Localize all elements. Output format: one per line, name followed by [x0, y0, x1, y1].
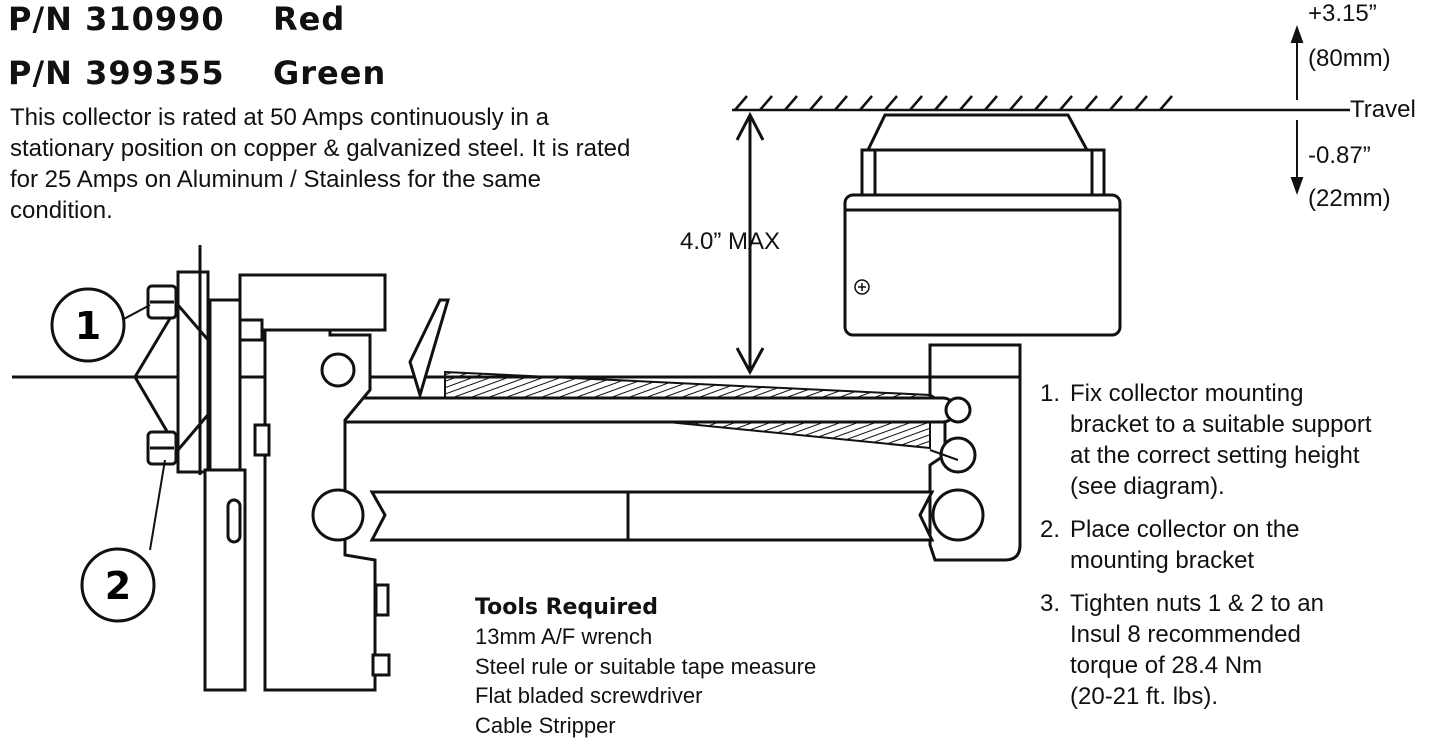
travel-down-value: -0.87” — [1308, 142, 1371, 169]
callout-number: 2 — [105, 564, 131, 608]
conductor-rail-surface — [732, 95, 1350, 112]
hatch-tick — [784, 95, 798, 111]
part-color: Green — [273, 54, 387, 92]
collector-shoe — [843, 113, 1122, 337]
hatch-tick — [734, 95, 748, 111]
part-color: Red — [273, 0, 346, 38]
hatch-tick — [909, 95, 923, 111]
hatch-tick — [1134, 95, 1148, 111]
hatch-tick — [809, 95, 823, 111]
hatch-tick — [1109, 95, 1123, 111]
hatch-tick — [984, 95, 998, 111]
hatch-tick — [884, 95, 898, 111]
hatch-tick — [959, 95, 973, 111]
step-number: 1. — [1040, 380, 1061, 407]
step-3: 3. Tighten nuts 1 & 2 to an Insul 8 recom… — [1040, 588, 1372, 712]
step-number: 3. — [1040, 590, 1061, 617]
step-2: 2. Place collector on the mounting bracke… — [1040, 514, 1372, 576]
callout-1: 1 — [50, 287, 151, 363]
tool-item: Cable Stripper — [475, 712, 616, 738]
step-text: Tighten nuts 1 & 2 to an Insul 8 recomme… — [1070, 590, 1324, 710]
nut-2 — [146, 430, 178, 466]
callout-number: 1 — [75, 304, 101, 348]
travel-up-value: +3.15” — [1308, 0, 1377, 27]
hatch-tick — [1009, 95, 1023, 111]
hatch-tick — [1059, 95, 1073, 111]
callout-2: 2 — [80, 459, 166, 623]
tool-item: 13mm A/F wrench — [475, 624, 653, 649]
step-text: Fix collector mounting bracket to a suit… — [1070, 380, 1372, 500]
hatch-tick — [934, 95, 948, 111]
max-height-label: 4.0” MAX — [680, 228, 781, 255]
mounting-bracket — [133, 245, 247, 692]
travel-down-metric: (22mm) — [1308, 185, 1391, 212]
tools-list: 13mm A/F wrench Steel rule or suitable t… — [475, 622, 816, 740]
travel-up-metric: (80mm) — [1308, 45, 1391, 72]
step-number: 2. — [1040, 516, 1061, 543]
travel-label: Travel — [1350, 96, 1416, 123]
hatch-tick — [1159, 95, 1173, 111]
part-number-red: P/N 310990 Red — [8, 0, 345, 38]
nut-1 — [146, 284, 178, 320]
upper-link-arm — [324, 396, 972, 424]
collector-base-body — [238, 273, 451, 692]
part-number-green: P/N 399355 Green — [8, 54, 386, 92]
rating-description: This collector is rated at 50 Amps conti… — [10, 104, 631, 224]
tool-item: Steel rule or suitable tape measure — [475, 653, 817, 679]
height-dimension-arrow — [735, 111, 765, 376]
step-text: Place collector on the mounting bracket — [1070, 516, 1300, 574]
hatch-tick — [1034, 95, 1048, 111]
tools-heading: Tools Required — [475, 595, 658, 620]
hatch-tick — [859, 95, 873, 111]
hatch-tick — [1084, 95, 1098, 111]
hatch-tick — [759, 95, 773, 111]
step-1: 1. Fix collector mounting bracket to a su… — [1040, 378, 1372, 502]
hatch-tick — [834, 95, 848, 111]
part-number: P/N 310990 — [8, 0, 225, 38]
lower-link-arm — [369, 490, 935, 542]
installation-steps: 1. Fix collector mounting bracket to a su… — [1040, 378, 1372, 724]
tool-item: Flat bladed screwdriver — [475, 683, 703, 708]
travel-arrows — [1290, 25, 1304, 195]
part-number: P/N 399355 — [8, 54, 225, 92]
